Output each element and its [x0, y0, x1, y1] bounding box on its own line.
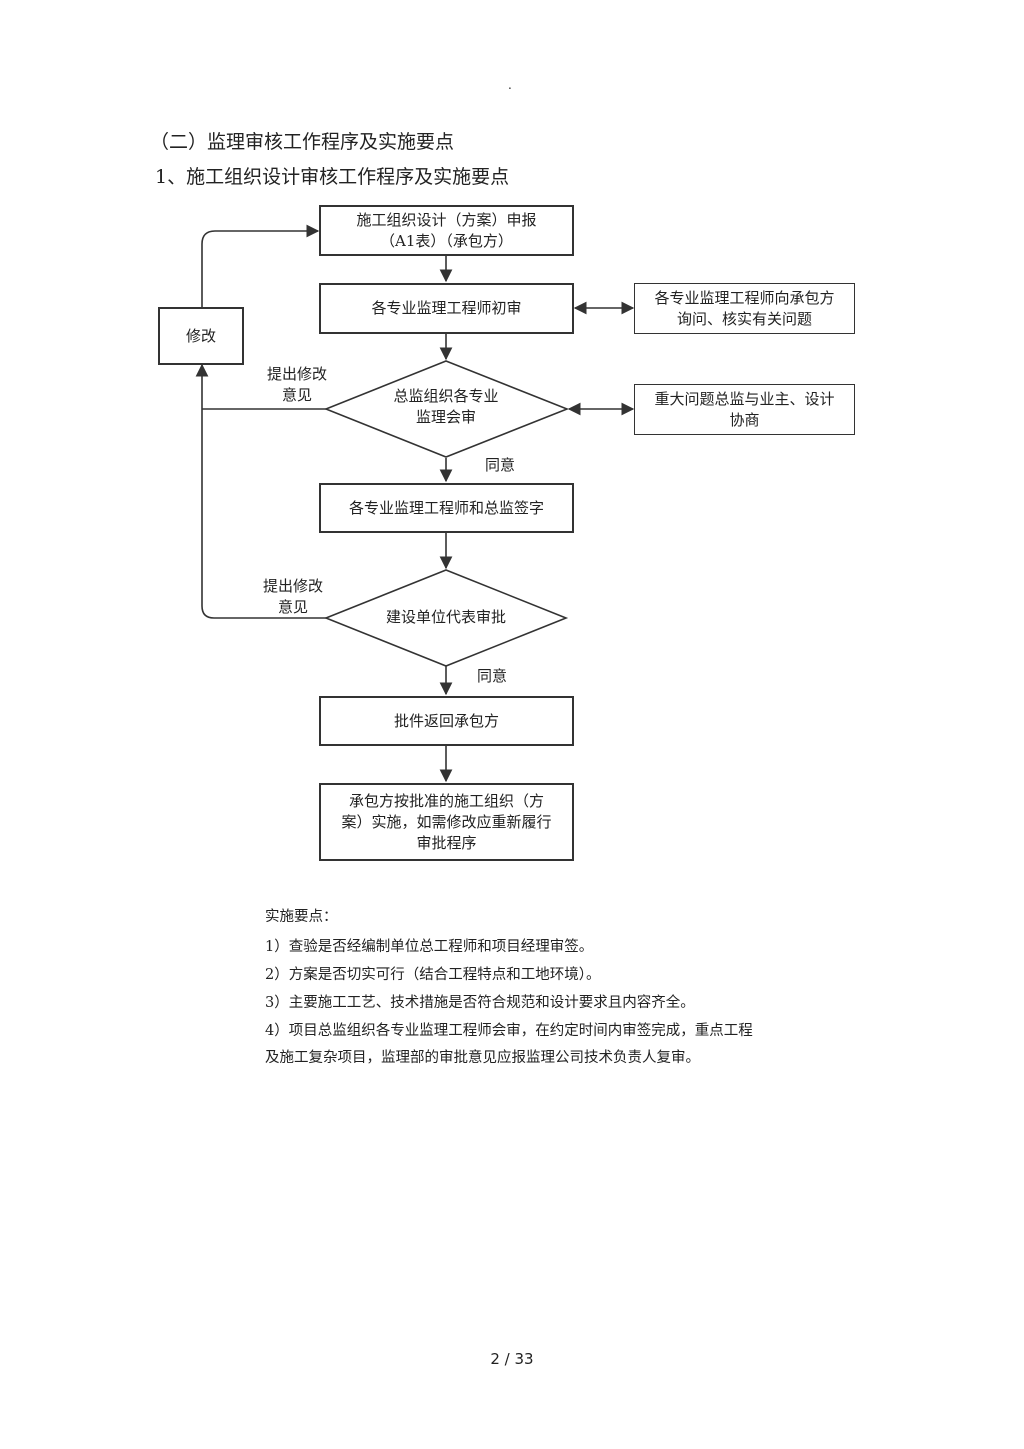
box-return: 批件返回承包方 — [319, 696, 574, 746]
notes-item-1: 1）查验是否经编制单位总工程师和项目经理审签。 — [265, 939, 594, 955]
diamond-chief-review-label: 总监组织各专业监理会审 — [393, 387, 499, 426]
box-modify: 修改 — [158, 307, 244, 365]
notes-title: 实施要点： — [265, 909, 338, 925]
diamond-chief-review — [323, 360, 570, 458]
box-sign: 各专业监理工程师和总监签字 — [319, 483, 574, 533]
section-title: （二）监理审核工作程序及实施要点 — [150, 131, 455, 153]
agree-label-1: 同意 — [485, 456, 516, 474]
agree-label-2: 同意 — [477, 667, 508, 685]
arrow-modify-to-submit — [201, 224, 320, 307]
box-inquire: 各专业监理工程师向承包方询问、核实有关问题 — [634, 283, 855, 334]
box-initial-review: 各专业监理工程师初审 — [319, 283, 574, 334]
notes-item-2: 2）方案是否切实可行（结合工程特点和工地环境）。 — [265, 967, 601, 983]
box-implement: 承包方按批准的施工组织（方案）实施，如需修改应重新履行审批程序 — [319, 783, 574, 861]
feedback-label-2: 提出修改意见 — [262, 577, 323, 616]
box-consult: 重大问题总监与业主、设计协商 — [634, 384, 855, 435]
notes-item-5: 及施工复杂项目，监理部的审批意见应报监理公司技术负责人复审。 — [265, 1050, 700, 1066]
subsection-title: 1、施工组织设计审核工作程序及实施要点 — [155, 166, 510, 188]
notes-item-4: 4）项目总监组织各专业监理工程师会审，在约定时间内审签完成，重点工程 — [265, 1023, 753, 1039]
feedback-label-1: 提出修改意见 — [266, 365, 327, 404]
header-dot: . — [508, 78, 512, 92]
box-submit: 施工组织设计（方案）申报（A1表）（承包方） — [319, 205, 574, 256]
notes-item-3: 3）主要施工工艺、技术措施是否符合规范和设计要求且内容齐全。 — [265, 995, 695, 1011]
diamond-owner-approval-label: 建设单位代表审批 — [385, 608, 506, 626]
diamond-owner-approval — [323, 569, 569, 667]
page-number: 2 / 33 — [490, 1350, 534, 1368]
line-feedback-2 — [195, 363, 326, 619]
